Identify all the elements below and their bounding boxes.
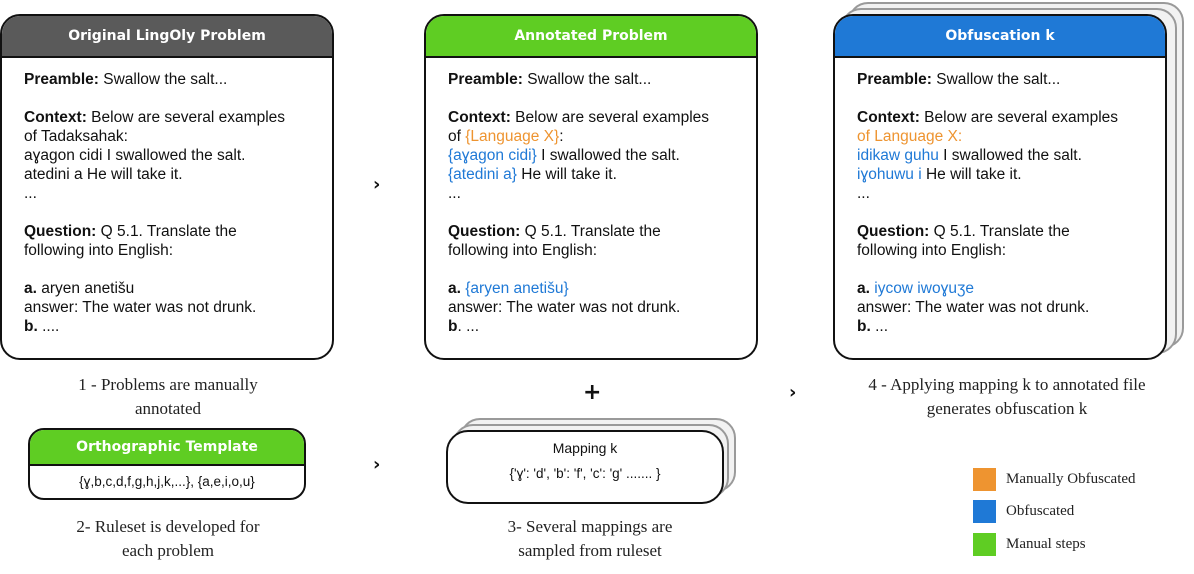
question-label: Question: xyxy=(857,223,930,240)
question-line2: following into English: xyxy=(857,242,1007,259)
caption-step-2-line-2: each problem xyxy=(121,541,215,560)
question-text: Q 5.1. Translate the xyxy=(520,223,661,240)
caption-step-2: 2- Ruleset is developed for each problem xyxy=(18,515,318,563)
context-text: Below are several examples xyxy=(510,109,710,126)
ellipsis: ... xyxy=(24,185,37,202)
orthographic-template-header: Orthographic Template xyxy=(30,430,304,466)
arrow-right-icon: › xyxy=(373,454,381,475)
example-2: atedini a He will take it. xyxy=(24,166,183,183)
annotated-problem-card: Annotated Problem Preamble: Swallow the … xyxy=(424,14,758,360)
example-2-obfuscated: iɣohuwu i xyxy=(857,166,922,183)
item-a-label: a. xyxy=(857,280,870,297)
arrow-right-icon: › xyxy=(373,174,381,195)
context-text: Below are several examples xyxy=(919,109,1119,126)
item-a-obfuscated: {aryen anetišu} xyxy=(460,280,569,297)
example-1-text: I swallowed the salt. xyxy=(938,147,1082,164)
caption-step-4-line-1: 4 - Applying mapping k to annotated file xyxy=(868,375,1146,394)
caption-step-4: 4 - Applying mapping k to annotated file… xyxy=(828,373,1186,421)
preamble-text: Swallow the salt... xyxy=(98,71,228,88)
legend-swatch-blue xyxy=(973,499,996,523)
context-text: Below are several examples xyxy=(86,109,286,126)
annotated-problem-header: Annotated Problem xyxy=(426,16,756,58)
item-a-label: a. xyxy=(448,280,461,297)
caption-step-3: 3- Several mappings are sampled from rul… xyxy=(430,515,750,563)
answer-line: answer: The water was not drunk. xyxy=(857,299,1090,316)
item-b-text: . ... xyxy=(457,318,480,335)
caption-step-4-line-2: generates obfuscation k xyxy=(926,399,1088,418)
item-b-label: b xyxy=(448,318,458,335)
ellipsis: ... xyxy=(857,185,870,202)
item-b-label: b. xyxy=(857,318,871,335)
caption-step-1-line-1: 1 - Problems are manually xyxy=(78,375,258,394)
context-label: Context: xyxy=(857,109,920,126)
item-b-text: .... xyxy=(37,318,60,335)
mapping-title: Mapping k xyxy=(552,440,618,456)
question-label: Question: xyxy=(448,223,521,240)
caption-step-1-line-2: annotated xyxy=(134,399,202,418)
obfuscation-header: Obfuscation k xyxy=(835,16,1165,58)
obfuscation-card: Obfuscation k Preamble: Swallow the salt… xyxy=(833,14,1167,360)
preamble-label: Preamble: xyxy=(448,71,523,88)
arrow-right-icon: › xyxy=(789,382,797,403)
language-placeholder: {Language X} xyxy=(465,128,560,145)
annotated-problem-body: Preamble: Swallow the salt... Context: B… xyxy=(426,58,756,336)
context-label: Context: xyxy=(24,109,87,126)
caption-step-2-line-1: 2- Ruleset is developed for xyxy=(76,517,260,536)
plus-icon: + xyxy=(583,380,602,405)
mapping-card: Mapping k {'ɣ': 'd', 'b': 'f', 'c': 'g' … xyxy=(446,430,724,504)
legend-obfuscated: Obfuscated xyxy=(973,499,1074,523)
original-problem-header: Original LingOly Problem xyxy=(2,16,332,58)
legend-manual-steps: Manual steps xyxy=(973,532,1086,556)
example-1-text: I swallowed the salt. xyxy=(536,147,680,164)
example-2-text: He will take it. xyxy=(516,166,617,183)
answer-line: answer: The water was not drunk. xyxy=(448,299,681,316)
question-text: Q 5.1. Translate the xyxy=(96,223,237,240)
legend-swatch-orange xyxy=(973,467,996,491)
caption-step-3-line-2: sampled from ruleset xyxy=(518,541,662,560)
of-text: of xyxy=(448,128,466,145)
language-name: Language X: xyxy=(874,128,963,145)
example-1: aɣagon cidi I swallowed the salt. xyxy=(24,147,246,164)
preamble-text: Swallow the salt... xyxy=(522,71,652,88)
item-a-label: a. xyxy=(24,280,37,297)
of-text: of xyxy=(857,128,875,145)
legend-label: Manually Obfuscated xyxy=(1006,470,1136,487)
context-label: Context: xyxy=(448,109,511,126)
question-text: Q 5.1. Translate the xyxy=(929,223,1070,240)
mapping-text: {'ɣ': 'd', 'b': 'f', 'c': 'g' ....... } xyxy=(509,466,661,481)
legend-label: Obfuscated xyxy=(1006,502,1075,519)
orthographic-template-text: {ɣ,b,c,d,f,g,h,j,k,...}, {a,e,i,o,u} xyxy=(79,474,255,489)
item-b-label: b. xyxy=(24,318,38,335)
preamble-label: Preamble: xyxy=(857,71,932,88)
answer-line: answer: The water was not drunk. xyxy=(24,299,257,316)
preamble-label: Preamble: xyxy=(24,71,99,88)
item-a-text: aryen anetišu xyxy=(36,280,135,297)
legend-swatch-green xyxy=(973,532,996,556)
ellipsis: ... xyxy=(448,185,461,202)
item-a-obfuscated: iycow iwoɣuʒe xyxy=(869,280,975,297)
example-2-text: He will take it. xyxy=(921,166,1022,183)
question-line2: following into English: xyxy=(24,242,174,259)
question-label: Question: xyxy=(24,223,97,240)
legend-manually-obfuscated: Manually Obfuscated xyxy=(973,467,1136,491)
orthographic-template-card: Orthographic Template {ɣ,b,c,d,f,g,h,j,k… xyxy=(28,428,306,500)
legend-label: Manual steps xyxy=(1006,535,1086,552)
example-2-obfuscated: {atedini a} xyxy=(448,166,517,183)
colon: : xyxy=(559,128,564,145)
obfuscation-body: Preamble: Swallow the salt... Context: B… xyxy=(835,58,1165,336)
example-1-obfuscated: idikaw guhu xyxy=(857,147,939,164)
caption-step-3-line-1: 3- Several mappings are xyxy=(507,517,673,536)
caption-step-1: 1 - Problems are manually annotated xyxy=(18,373,318,421)
question-line2: following into English: xyxy=(448,242,598,259)
original-problem-card: Original LingOly Problem Preamble: Swall… xyxy=(0,14,334,360)
original-problem-body: Preamble: Swallow the salt... Context: B… xyxy=(2,58,332,336)
item-b-text: ... xyxy=(870,318,889,335)
context-line2: of Tadaksahak: xyxy=(24,128,128,145)
example-1-obfuscated: {aɣagon cidi} xyxy=(448,147,537,164)
preamble-text: Swallow the salt... xyxy=(931,71,1061,88)
